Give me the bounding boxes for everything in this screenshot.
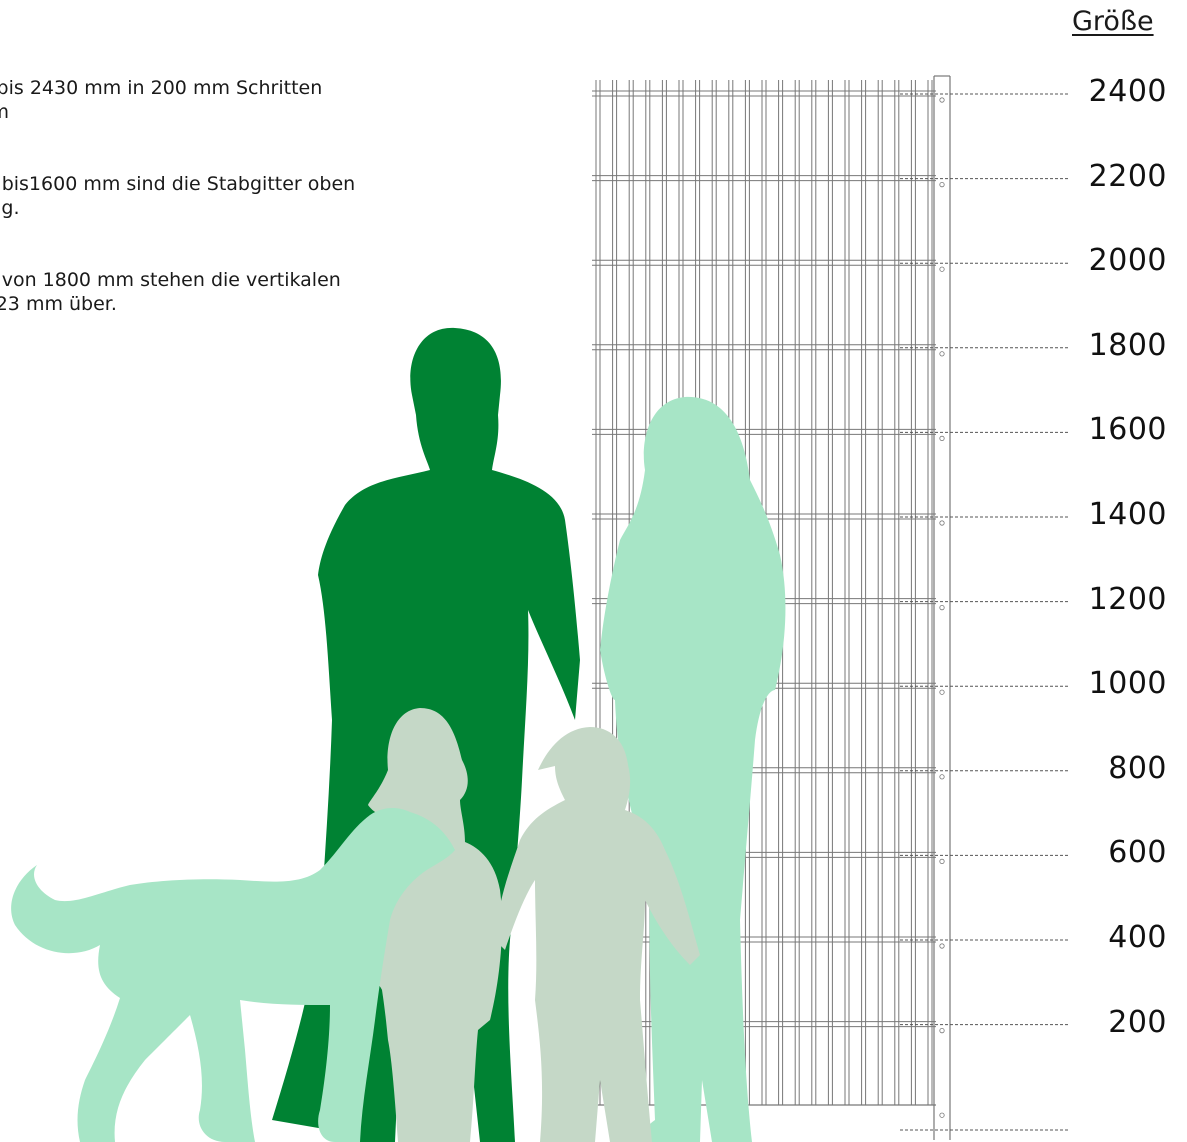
fence-post-bolt [939, 1112, 945, 1118]
size-heading: Größe [1072, 6, 1154, 37]
description-line-4: ße bis1600 mm sind die Stabgitter oben [0, 173, 356, 195]
scale-label-1200: 1200 [1088, 581, 1167, 617]
fence-post-bolt [939, 858, 945, 865]
scale-label-600: 600 [1108, 835, 1167, 871]
fence-post-bolt [939, 97, 945, 103]
fence-post-bolt [939, 689, 945, 695]
fence-post-bolt [939, 435, 945, 441]
description-line-2: m bis 2430 mm in 200 mm Schritten [0, 77, 323, 99]
description-line-7: a. 23 mm über. [0, 293, 117, 315]
scale-label-800: 800 [1108, 750, 1167, 786]
fence-post-bolt [939, 943, 945, 949]
fence-post-bolt [939, 774, 945, 780]
description-line-6: ße von 1800 mm stehen die vertikalen [0, 269, 341, 291]
description-text: term bis 2430 mm in 200 mm Schrittenmm ß… [0, 28, 492, 364]
scale-label-2400: 2400 [1088, 74, 1167, 109]
fence-post-bolt [939, 351, 945, 357]
fence-post-bolt [939, 604, 945, 611]
boy-silhouette [495, 727, 700, 1142]
description-line-5: ndig. [0, 197, 20, 219]
adult-woman-silhouette [600, 396, 786, 1142]
scale-label-400: 400 [1108, 920, 1167, 955]
fence-post-bolt [939, 266, 945, 272]
fence-post-bolt [939, 1028, 945, 1034]
scale-label-2200: 2200 [1088, 158, 1167, 194]
scale-label-200: 200 [1108, 1004, 1167, 1040]
fence-post-bolt [939, 182, 945, 188]
scale-label-2000: 2000 [1088, 243, 1167, 279]
scale-label-1000: 1000 [1088, 666, 1167, 702]
dog-silhouette [11, 808, 455, 1142]
scale-label-1400: 1400 [1088, 497, 1167, 532]
fence-post-bolt [939, 520, 945, 526]
scale-guide-lines [900, 93, 1070, 1131]
scale-label-1600: 1600 [1088, 412, 1167, 448]
description-line-3: mm [0, 101, 9, 123]
scale-label-1800: 1800 [1088, 327, 1167, 363]
